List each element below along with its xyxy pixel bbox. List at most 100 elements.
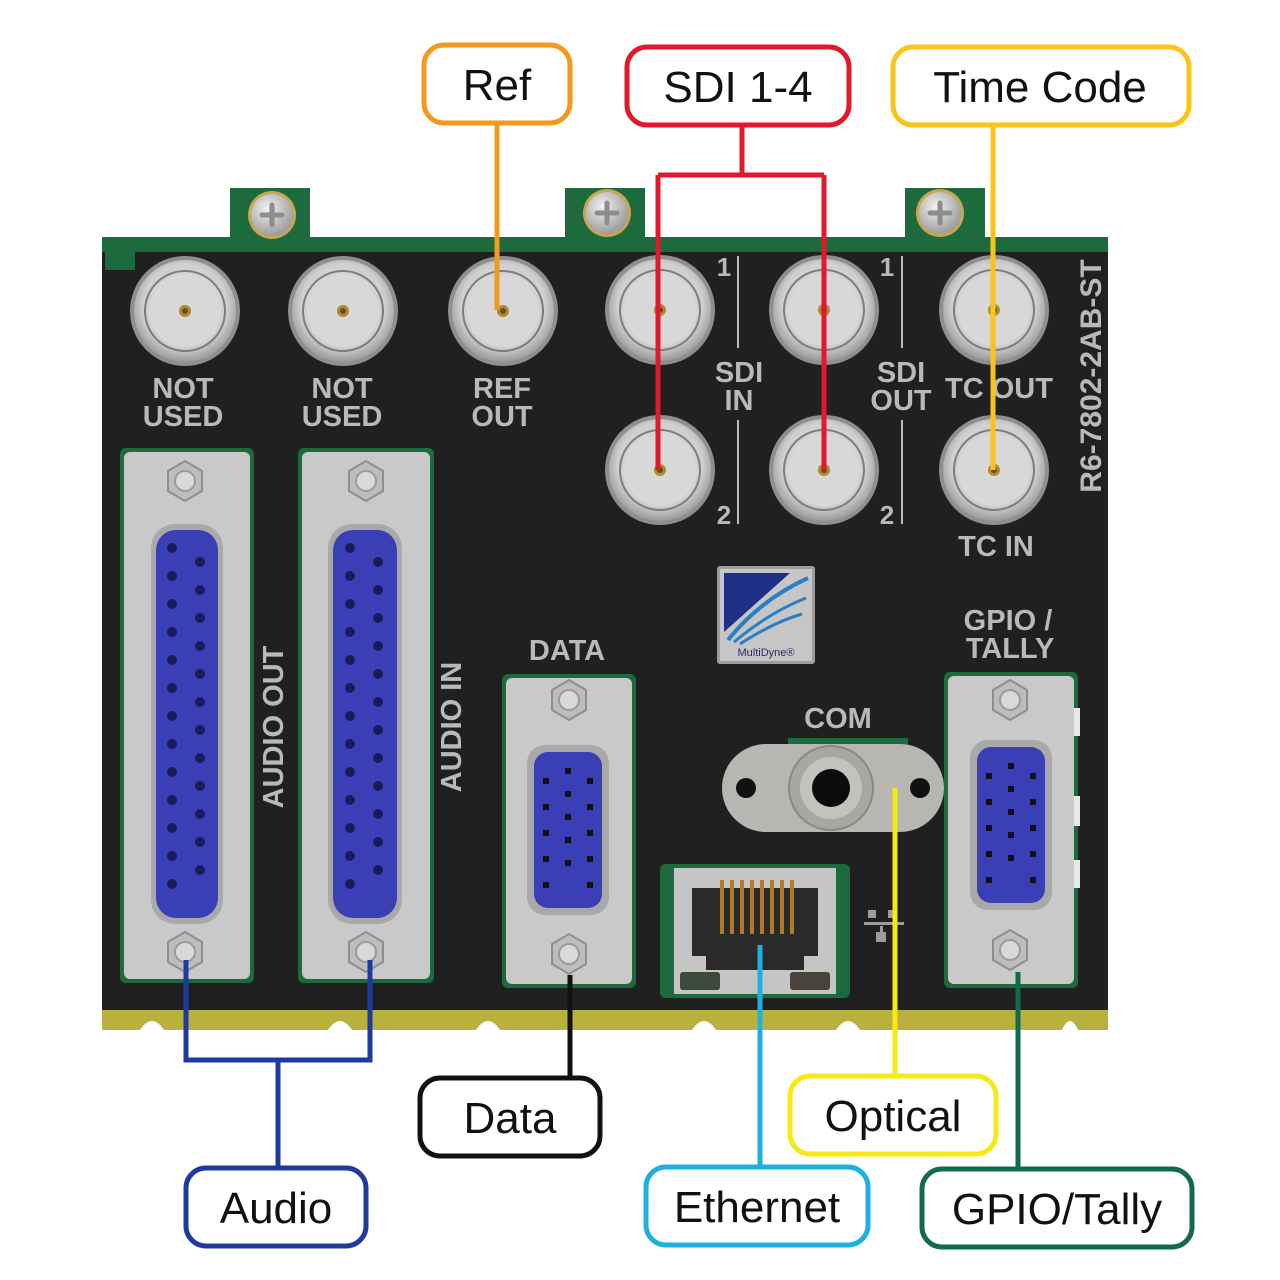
bnc-not-used-1[interactable] [129, 255, 241, 367]
pin [986, 851, 992, 857]
sdi-divider-lines [737, 256, 903, 524]
pin [373, 697, 383, 707]
contact [750, 880, 754, 934]
pin [167, 683, 177, 693]
pin [345, 767, 355, 777]
multidyne-logo: MultiDyne® [717, 566, 815, 664]
pin [565, 837, 571, 843]
pin [587, 882, 593, 888]
db25-audio-in[interactable] [298, 448, 434, 983]
edge-tabs [1074, 708, 1080, 888]
label-tc-out: TC OUT [945, 373, 1053, 405]
label-data: DATA [529, 635, 605, 667]
callout-audio: Audio [183, 1165, 369, 1249]
contact [780, 880, 784, 934]
pin [1008, 786, 1014, 792]
callout-gpio-tally-text: GPIO/Tally [952, 1185, 1162, 1234]
label-gpio-b: TALLY [966, 633, 1055, 665]
pin [345, 571, 355, 581]
pin [167, 795, 177, 805]
pin [195, 753, 205, 763]
pin [345, 851, 355, 861]
pin [986, 799, 992, 805]
pin [565, 860, 571, 866]
label-gpio-a: GPIO / [964, 605, 1053, 637]
db15-data[interactable] [502, 674, 636, 988]
callout-sdi-text: SDI 1-4 [663, 63, 812, 112]
pin [167, 851, 177, 861]
pin [1030, 773, 1036, 779]
callout-ethernet-text: Ethernet [674, 1183, 840, 1232]
label-ref-out-b: OUT [471, 401, 533, 433]
pin [1008, 855, 1014, 861]
label-sdi-out-num-2: 2 [880, 500, 894, 530]
contact [770, 880, 774, 934]
pin [167, 543, 177, 553]
pin [195, 809, 205, 819]
db15-pins [543, 763, 1036, 888]
pin [543, 830, 549, 836]
label-not-used-2-b: USED [302, 401, 383, 433]
pin [543, 778, 549, 784]
db25-audio-out[interactable] [120, 448, 254, 983]
pin [565, 791, 571, 797]
pin [373, 725, 383, 735]
pcb-green-halo [105, 250, 135, 270]
optical-com-connector[interactable] [722, 738, 944, 832]
pin [345, 795, 355, 805]
pin [1030, 877, 1036, 883]
leader-lines [183, 125, 1021, 1169]
pin [167, 767, 177, 777]
pin [195, 725, 205, 735]
pin [587, 856, 593, 862]
pin [167, 571, 177, 581]
db25-pins [167, 543, 383, 889]
pin [167, 739, 177, 749]
pin [1008, 832, 1014, 838]
pin [373, 669, 383, 679]
pin [195, 641, 205, 651]
pin [167, 823, 177, 833]
contact [790, 880, 794, 934]
pin [1008, 763, 1014, 769]
pin [195, 585, 205, 595]
contact [730, 880, 734, 934]
pin [345, 879, 355, 889]
pin [373, 641, 383, 651]
callout-data-text: Data [464, 1094, 557, 1143]
pin [167, 879, 177, 889]
mounting-screw-icon [916, 189, 964, 237]
rj45-contacts [720, 880, 794, 934]
pin [195, 865, 205, 875]
rj45-ethernet-port[interactable] [660, 864, 850, 998]
label-sdi-in-a: SDI [715, 357, 763, 389]
pin [1030, 851, 1036, 857]
pin [345, 739, 355, 749]
bnc-ref-out[interactable] [447, 255, 559, 367]
pin [543, 856, 549, 862]
callout-timecode: Time Code [890, 44, 1192, 128]
label-sdi-out-b: OUT [870, 385, 932, 417]
contact [740, 880, 744, 934]
logo-text: MultiDyne® [737, 647, 794, 659]
db15-gpio-tally[interactable] [944, 672, 1078, 988]
pin [986, 773, 992, 779]
pin [345, 711, 355, 721]
callout-ref: Ref [421, 42, 573, 126]
pin [373, 585, 383, 595]
pin [167, 711, 177, 721]
pin [565, 768, 571, 774]
callout-ethernet: Ethernet [643, 1164, 871, 1248]
pin [195, 781, 205, 791]
callout-timecode-text: Time Code [933, 63, 1147, 112]
pin [587, 830, 593, 836]
pin [345, 627, 355, 637]
pin [195, 837, 205, 847]
pin [373, 753, 383, 763]
label-not-used-1-a: NOT [152, 373, 214, 405]
bnc-not-used-2[interactable] [287, 255, 399, 367]
label-com: COM [804, 703, 872, 735]
label-sdi-in-num-1: 1 [717, 252, 731, 282]
callout-optical-text: Optical [825, 1092, 962, 1141]
